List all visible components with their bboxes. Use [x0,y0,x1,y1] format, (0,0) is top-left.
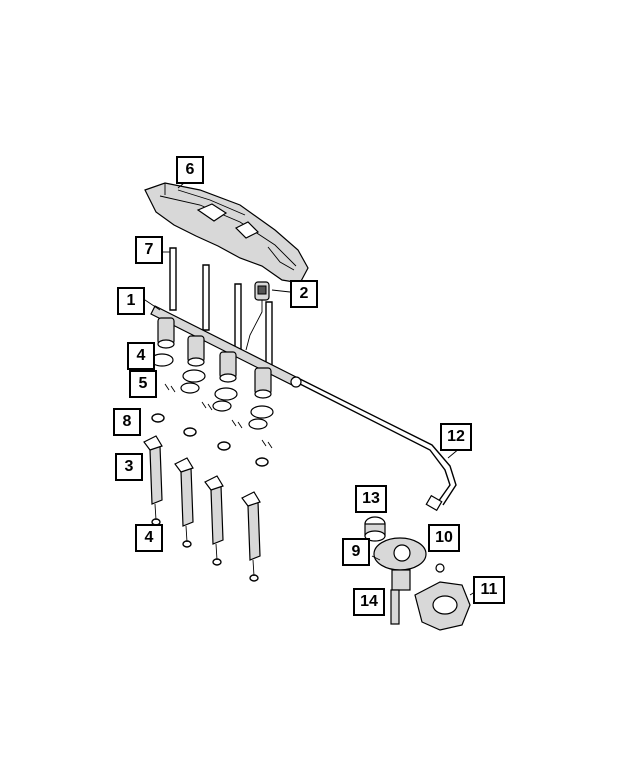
clips [164,383,273,449]
callout-1: 1 [117,287,145,315]
callout-12: 12 [440,423,472,451]
pressure-sensor [245,281,291,351]
fuel-injectors [143,435,261,582]
stud [390,589,400,625]
callout-13: 13 [355,485,387,513]
callout-11: 11 [473,576,505,604]
callout-4-lower: 4 [135,524,163,552]
o-rings [151,413,269,467]
callout-3: 3 [115,453,143,481]
rail-bolts [160,247,273,368]
callout-6: 6 [176,156,204,184]
callout-10: 10 [428,524,460,552]
callout-4-upper: 4 [127,342,155,370]
high-pressure-pump [371,537,427,591]
seals-upper [150,353,274,430]
callout-14: 14 [353,588,385,616]
callout-9: 9 [342,538,370,566]
fuel-rail [141,297,302,399]
fuel-line [299,378,461,512]
callout-5: 5 [129,370,157,398]
nut [435,563,445,573]
rail-cups [157,317,272,399]
pump-housing [414,581,479,631]
pump-follower [364,516,386,542]
callout-8: 8 [113,408,141,436]
callout-2: 2 [290,280,318,308]
callout-7: 7 [135,236,163,264]
engine-cover [144,177,309,284]
